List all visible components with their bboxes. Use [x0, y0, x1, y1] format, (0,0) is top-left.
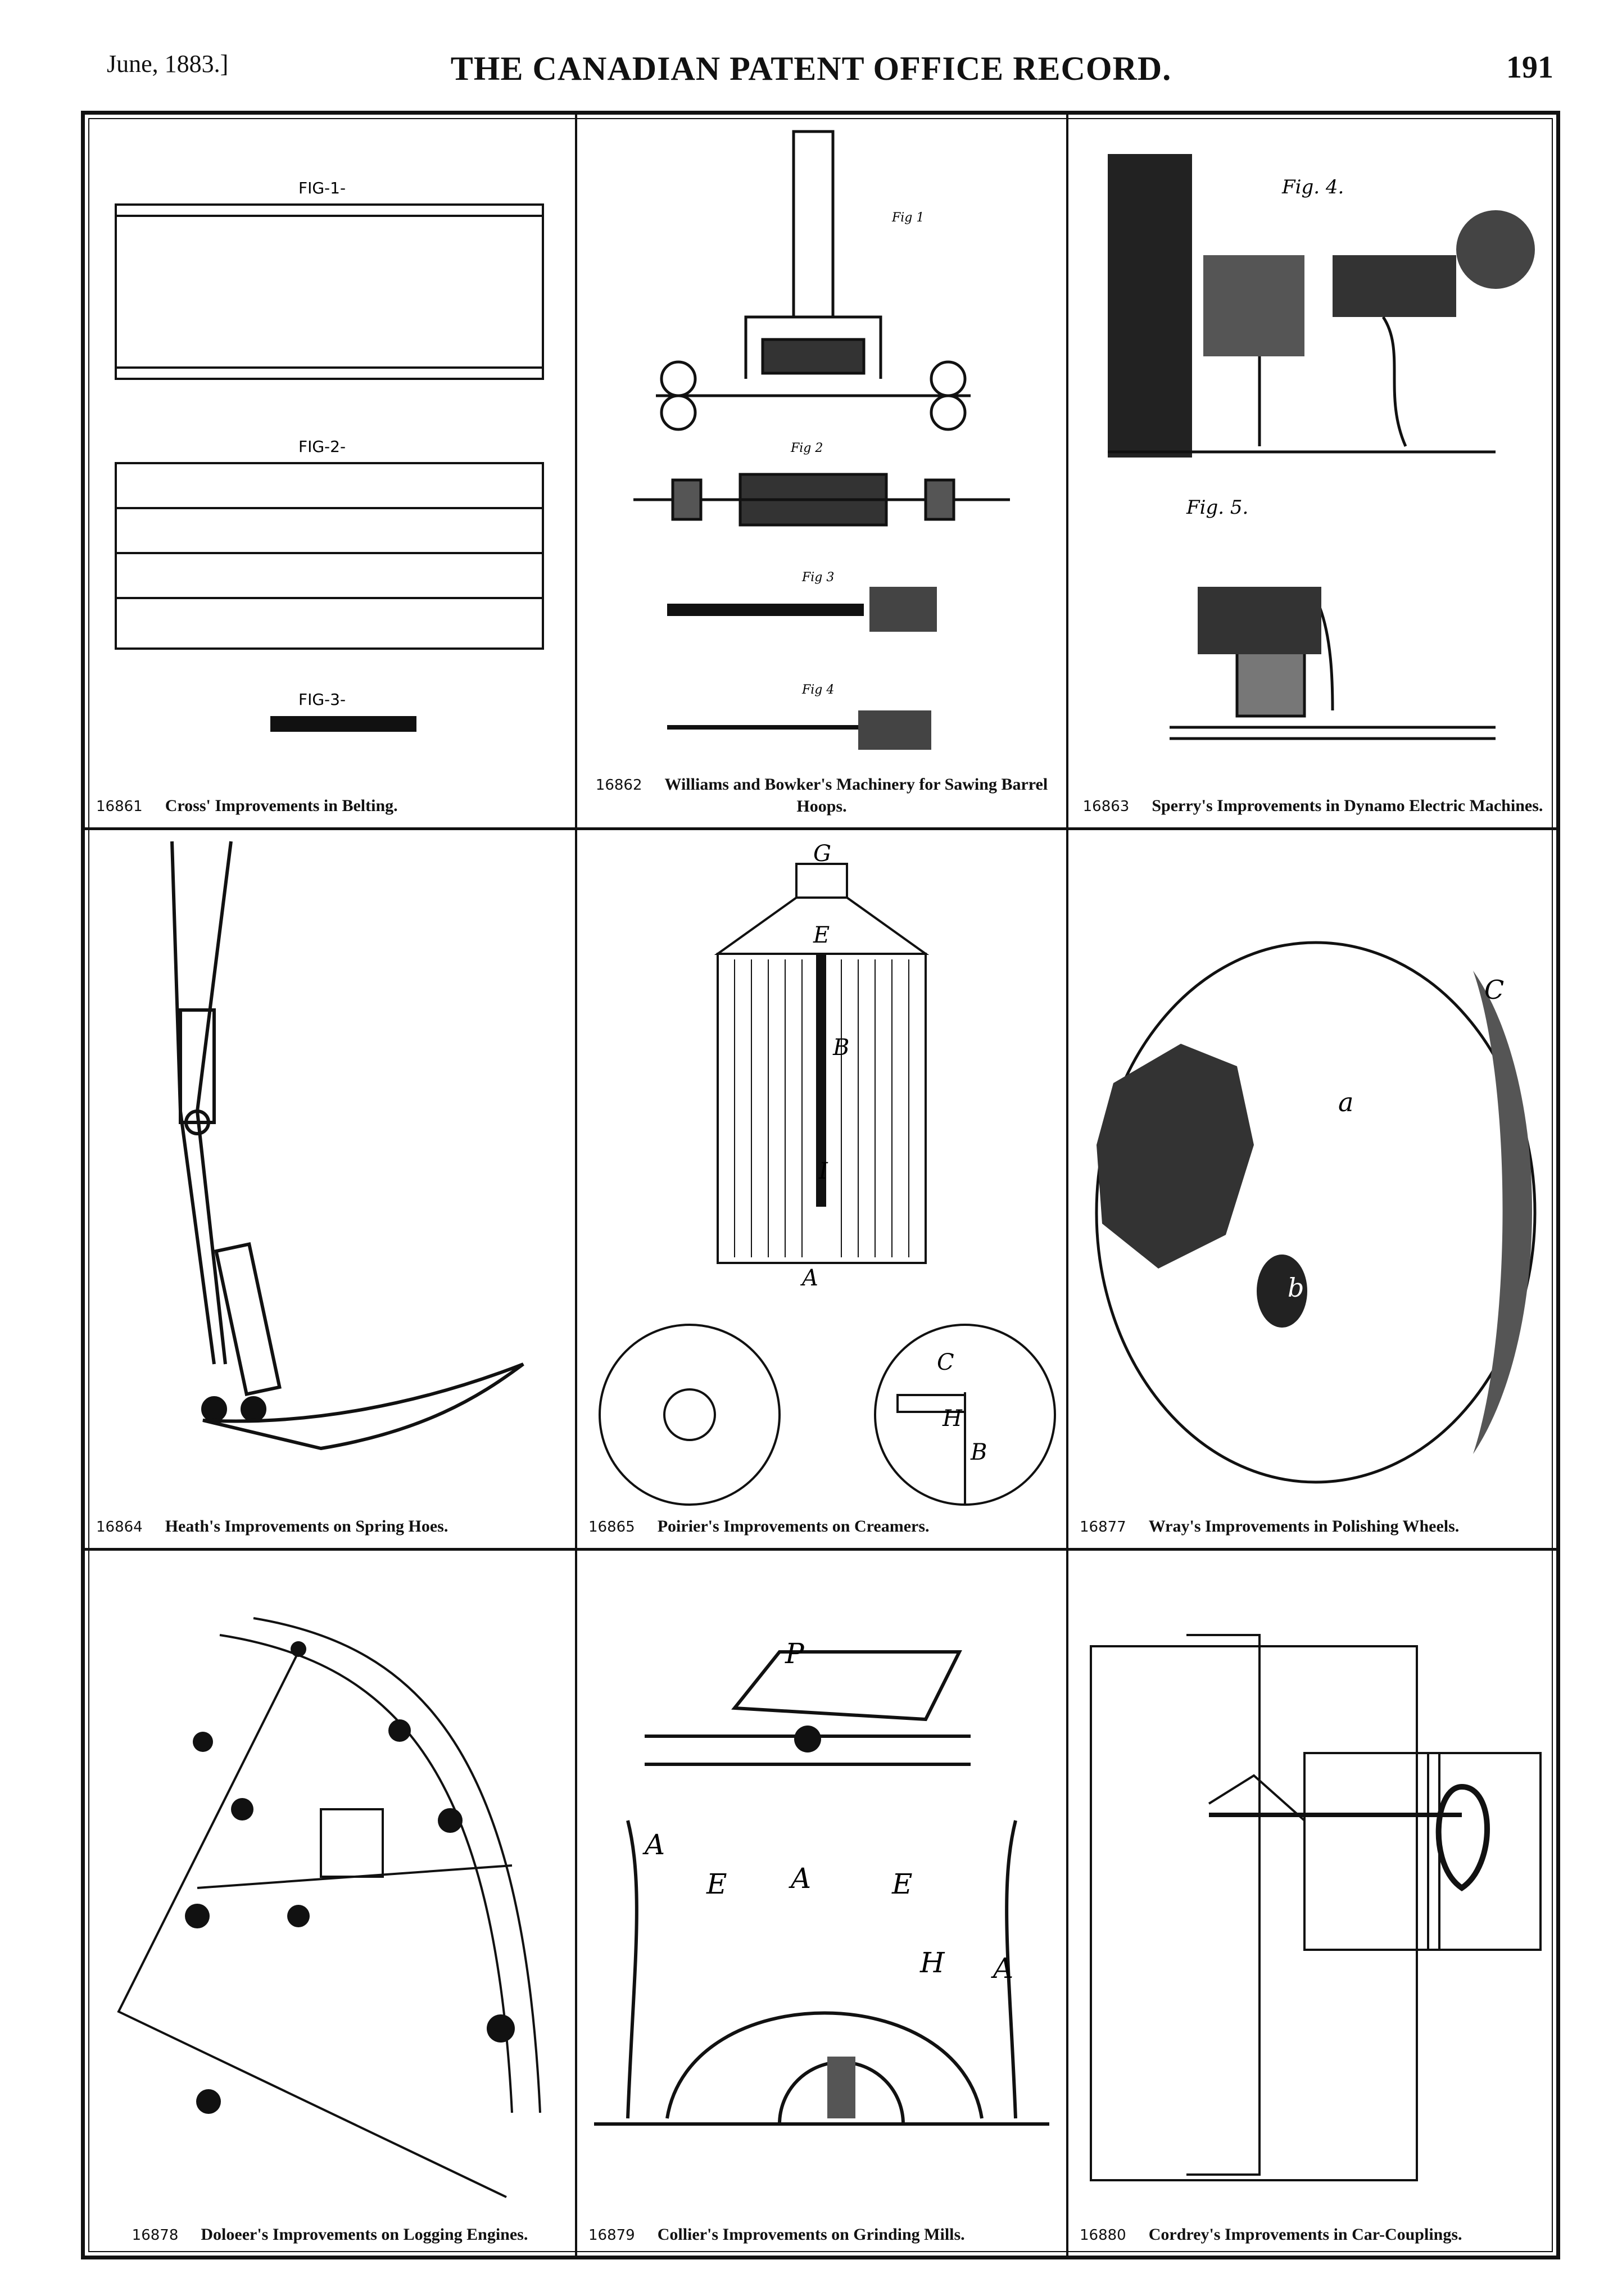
fig-label: E — [891, 1868, 913, 1900]
fig-label: A — [789, 1862, 811, 1895]
fig-label: b — [1288, 1272, 1304, 1303]
fig-label: FIG-1- — [298, 179, 346, 197]
patent-title: Heath's Improvements on Spring Hoes. — [165, 1517, 448, 1536]
patent-number: 16864 — [96, 1519, 143, 1536]
fig-label: P — [785, 1637, 805, 1670]
fig-label: Fig 1 — [891, 211, 924, 225]
fig-label: Fig. 5. — [1186, 496, 1248, 519]
hoop-machinery-drawing: Fig 1 Fig 2 Fig 3 Fig 4 — [633, 130, 1010, 750]
fig-label: B — [832, 1035, 849, 1061]
row-divider — [85, 827, 1556, 830]
patent-16878: 16878 Doloeer's Improvements on Logging E… — [85, 1551, 575, 2256]
fig-label: C — [937, 1349, 954, 1375]
creamer-drawing: G E B I A C H B — [599, 841, 1056, 1506]
patent-number: 16880 — [1080, 2227, 1126, 2244]
car-coupling-drawing — [1090, 1634, 1542, 2181]
fig-label: Fig 3 — [801, 570, 834, 585]
column-divider — [1066, 115, 1068, 2256]
fig-label: I — [818, 1158, 828, 1184]
patent-title: Wray's Improvements in Polishing Wheels. — [1148, 1517, 1460, 1536]
fig-label: FIG-3- — [298, 690, 346, 709]
fig-label: E — [706, 1868, 727, 1900]
belting-drawing: FIG-1- FIG-2- FIG-3- — [115, 179, 544, 732]
patent-title: Poirier's Improvements on Creamers. — [657, 1517, 930, 1536]
fig-label: B — [970, 1439, 987, 1465]
fig-label: A — [642, 1828, 665, 1861]
patent-number: 16865 — [588, 1519, 635, 1536]
patent-title: Doloeer's Improvements on Logging Engine… — [201, 2225, 528, 2244]
fig-label: A — [800, 1265, 818, 1291]
patent-number: 16877 — [1080, 1519, 1126, 1536]
patent-16877: C a b 16877 Wray's Improvements in Polish… — [1068, 830, 1557, 1548]
fig-label: FIG-2- — [298, 437, 346, 456]
patent-number: 16862 — [595, 777, 642, 794]
plates-frame: FIG-1- FIG-2- FIG-3- 16861 Cross' Improve… — [81, 111, 1560, 2259]
spring-hoe-drawing — [170, 841, 524, 1451]
fig-label: G — [813, 841, 831, 867]
fig-label: H — [919, 1946, 945, 1979]
patent-title: Cross' Improvements in Belting. — [165, 796, 398, 815]
page-number: 191 — [1506, 50, 1553, 85]
logging-engine-drawing — [117, 1617, 541, 2198]
grinding-mill-drawing: P A E A E H A — [594, 1637, 1049, 2126]
patent-16864: 16864 Heath's Improvements on Spring Hoes… — [85, 830, 575, 1548]
patent-16865: G E B I A C H B 16865 Poirier's Improveme… — [577, 830, 1066, 1548]
fig-label: Fig 2 — [790, 441, 823, 455]
patent-number: 16863 — [1082, 798, 1130, 815]
column-divider — [575, 115, 577, 2256]
page-title: THE CANADIAN PATENT OFFICE RECORD. — [450, 50, 1172, 87]
header-date: June, 1883.] — [107, 50, 229, 78]
patent-number: 16861 — [96, 798, 143, 815]
fig-label: Fig. 4. — [1281, 176, 1344, 198]
fig-label: A — [991, 1952, 1013, 1985]
patent-title: Williams and Bowker's Machinery for Sawi… — [664, 775, 1048, 816]
polishing-wheel-drawing: C a b — [1095, 941, 1537, 1484]
fig-label: a — [1338, 1087, 1353, 1117]
fig-label: H — [942, 1406, 963, 1432]
patent-title: Cordrey's Improvements in Car-Couplings. — [1148, 2225, 1462, 2244]
patent-number: 16878 — [132, 2227, 179, 2244]
patent-number: 16879 — [588, 2227, 635, 2244]
fig-label: Fig 4 — [801, 683, 834, 697]
patent-title: Sperry's Improvements in Dynamo Electric… — [1152, 796, 1543, 815]
patent-16862: Fig 1 Fig 2 Fig 3 Fig 4 16862 Williams an… — [577, 115, 1066, 827]
fig-label: E — [813, 922, 830, 948]
patent-title: Collier's Improvements on Grinding Mills… — [657, 2225, 965, 2244]
patent-16879: P A E A E H A 16879 Collier's Improvement… — [577, 1551, 1066, 2256]
fig-label: C — [1484, 975, 1504, 1005]
patent-16861: FIG-1- FIG-2- FIG-3- 16861 Cross' Improve… — [85, 115, 575, 827]
patent-16863: Fig. 4. Fig. 5. 16863 Sperry's Improvemen… — [1068, 115, 1557, 827]
row-divider — [85, 1548, 1556, 1551]
patent-16880: 16880 Cordrey's Improvements in Car-Coupl… — [1068, 1551, 1557, 2256]
dynamo-drawing: Fig. 4. Fig. 5. — [1108, 154, 1535, 740]
